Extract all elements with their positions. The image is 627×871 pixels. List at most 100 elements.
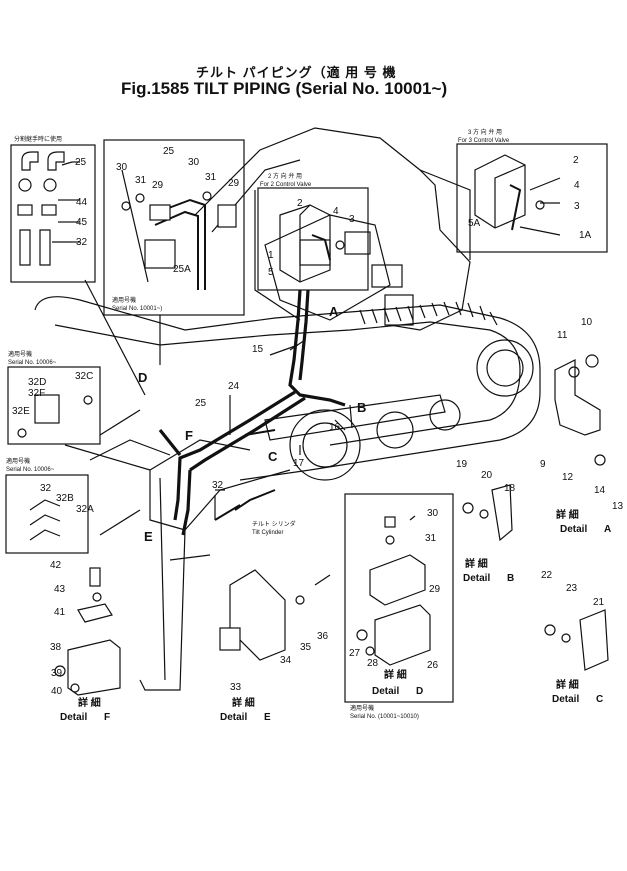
part-number-label: 43 xyxy=(54,584,66,595)
note-detd-jp: 適用号機 xyxy=(350,704,374,712)
part-number-label: 30 xyxy=(116,162,128,173)
title-english: Fig.1585 TILT PIPING (Serial No. 10001~) xyxy=(121,79,448,98)
part-number-label: 32F xyxy=(28,388,45,399)
part-number-label: 30 xyxy=(427,508,439,519)
detail-a-word: Detail xyxy=(560,524,587,535)
part-number-label: 32 xyxy=(40,483,52,494)
part-number-label: 1 xyxy=(268,250,274,261)
part-number-label: 25 xyxy=(75,157,87,168)
note-ctrl2-en: For 2 Control Valve xyxy=(260,182,312,188)
detail-d-jp: 詳 細 xyxy=(384,668,407,681)
part-number-label: 31 xyxy=(425,533,437,544)
detail-d-word: Detail xyxy=(372,686,399,697)
part-number-label: 17 xyxy=(293,458,305,469)
part-number-label: 12 xyxy=(562,472,574,483)
view-marker-d: D xyxy=(138,370,147,385)
part-number-label: 32B xyxy=(56,493,74,504)
part-number-label: 18 xyxy=(504,483,516,494)
tilt-piping-lines xyxy=(158,289,346,536)
part-number-label: 25 xyxy=(163,146,175,157)
part-number-label: 29 xyxy=(228,178,240,189)
view-marker-b: B xyxy=(357,400,366,415)
detail-e-jp: 詳 細 xyxy=(232,696,255,709)
detail-d-letter: D xyxy=(416,686,423,697)
part-number-label: 3 xyxy=(574,201,580,212)
part-number-label: 4 xyxy=(574,180,580,191)
part-number-label: 32C xyxy=(75,371,93,382)
detail-c-jp: 詳 細 xyxy=(556,678,579,691)
note-split-joint: 分割継手時に使用 xyxy=(14,135,62,143)
detail-a-jp: 詳 細 xyxy=(556,508,579,521)
detail-a-part xyxy=(554,354,606,466)
inset-left-upper xyxy=(7,366,101,445)
inset-2-control-valve xyxy=(257,187,369,291)
part-number-label: 25A xyxy=(173,264,191,275)
note-left2-serial: Serial No. 10006~ xyxy=(6,467,55,473)
part-number-label: 44 xyxy=(76,197,88,208)
detail-e-word: Detail xyxy=(220,712,247,723)
part-number-label: 26 xyxy=(427,660,439,671)
note-mid-jp: 適用号機 xyxy=(112,296,136,304)
detail-e-letter: E xyxy=(264,712,271,723)
detail-c-word: Detail xyxy=(552,694,579,705)
note-detd-serial: Serial No. (10001~10010) xyxy=(350,714,419,720)
part-number-label: 11 xyxy=(557,330,568,341)
part-number-label: 1A xyxy=(579,230,592,241)
part-number-label: 13 xyxy=(612,501,624,512)
part-number-label: 21 xyxy=(593,597,605,608)
part-number-label: 35 xyxy=(300,642,312,653)
note-left1-jp: 適用号機 xyxy=(8,350,32,358)
part-number-label: 32D xyxy=(28,377,46,388)
detail-f-letter: F xyxy=(104,712,110,723)
machine-body-outline xyxy=(34,127,541,691)
part-number-label: 45 xyxy=(76,217,88,228)
detail-b-jp: 詳 細 xyxy=(465,557,488,570)
part-number-label: 19 xyxy=(456,459,468,470)
part-number-label: 32 xyxy=(76,237,88,248)
part-number-label: 40 xyxy=(51,686,63,697)
inset-split-joint xyxy=(10,144,96,283)
part-number-label: 32 xyxy=(212,480,224,491)
inset-left-lower xyxy=(5,474,89,554)
part-number-label: 27 xyxy=(349,648,361,659)
part-number-label: 14 xyxy=(594,485,606,496)
note-ctrl2-jp: 2 方 向 弁 用 xyxy=(268,172,302,180)
part-number-label: 2 xyxy=(297,198,303,209)
note-ctrl3-en: For 3 Control Valve xyxy=(458,138,510,144)
part-number-label: 4 xyxy=(333,206,339,217)
part-number-label: 29 xyxy=(152,180,164,191)
part-number-label: 22 xyxy=(541,570,553,581)
view-marker-c: C xyxy=(268,449,278,464)
note-tilt-cyl-en: Tilt Cylinder xyxy=(252,530,283,536)
note-left1-serial: Serial No. 10006~ xyxy=(8,360,57,366)
detail-a-letter: A xyxy=(604,524,611,535)
part-number-label: 23 xyxy=(566,583,578,594)
title-japanese: チルト パイピング（適 用 号 機 xyxy=(196,65,397,80)
part-number-label: 24 xyxy=(228,381,240,392)
part-number-label: 15 xyxy=(252,344,264,355)
note-left2-jp: 適用号機 xyxy=(6,457,30,465)
detail-d-box xyxy=(344,493,454,703)
part-number-label: 29 xyxy=(429,584,441,595)
part-number-label: 20 xyxy=(481,470,493,481)
part-number-label: 34 xyxy=(280,655,292,666)
detail-b-part xyxy=(462,484,513,542)
detail-c-letter: C xyxy=(596,694,603,705)
detail-f-word: Detail xyxy=(60,712,87,723)
note-tilt-cyl-jp: チルト シリンダ xyxy=(252,520,296,528)
part-number-label: 25 xyxy=(195,398,207,409)
part-number-label: 32E xyxy=(12,406,30,417)
leader-lines xyxy=(72,161,561,536)
part-number-label: 10 xyxy=(581,317,593,328)
view-marker-a: A xyxy=(329,304,339,319)
part-number-label: 30 xyxy=(188,157,200,168)
detail-f-jp: 詳 細 xyxy=(78,696,101,709)
note-ctrl3-jp: 3 方 向 弁 用 xyxy=(468,128,502,136)
part-number-label: 39 xyxy=(51,668,63,679)
part-number-label: 5A xyxy=(468,218,481,229)
